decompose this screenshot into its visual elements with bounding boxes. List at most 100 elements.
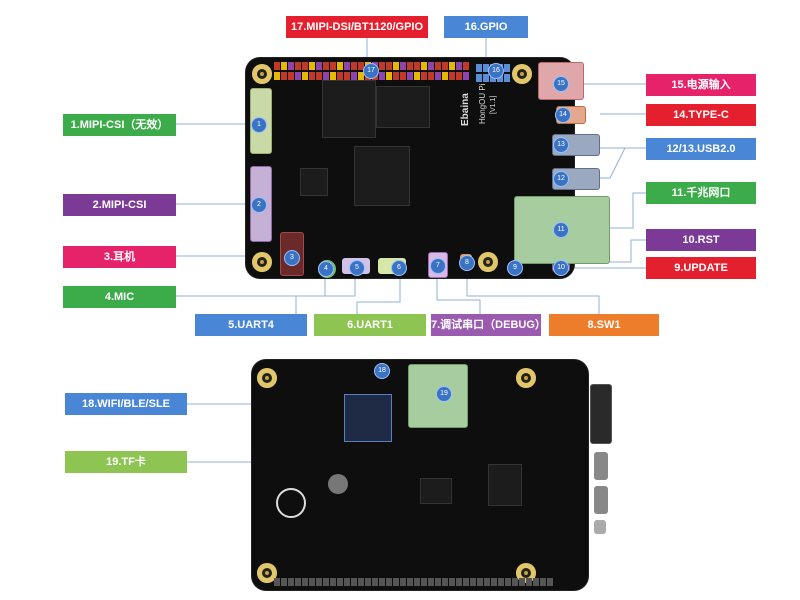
marker-17: 17 xyxy=(363,63,379,79)
header-pin xyxy=(407,72,413,80)
marker-12: 12 xyxy=(553,171,569,187)
header-pin xyxy=(309,578,315,586)
marker-13: 13 xyxy=(553,137,569,153)
header-pin xyxy=(316,578,322,586)
marker-18: 18 xyxy=(374,363,390,379)
header-pin xyxy=(302,62,308,70)
marker-8: 8 xyxy=(459,255,475,271)
header-pin xyxy=(309,72,315,80)
label-rst: 10.RST xyxy=(646,229,756,251)
label-sw1: 8.SW1 xyxy=(549,314,659,336)
header-pin xyxy=(504,64,510,72)
header-pin xyxy=(281,62,287,70)
model-silkscreen: HongOU Pi xyxy=(478,83,487,124)
header-pin xyxy=(393,578,399,586)
label-mipi-csi-invalid: 1.MIPI-CSI（无效） xyxy=(63,114,176,136)
header-pin xyxy=(358,72,364,80)
header-pin xyxy=(456,62,462,70)
marker-1: 1 xyxy=(251,117,267,133)
header-pin xyxy=(316,62,322,70)
header-pin xyxy=(512,578,518,586)
header-pin xyxy=(400,578,406,586)
header-pin xyxy=(274,72,280,80)
header-pin xyxy=(435,578,441,586)
header-pin xyxy=(344,62,350,70)
header-pin xyxy=(504,74,510,82)
header-pin xyxy=(386,62,392,70)
header-pin xyxy=(547,578,553,586)
power-input-jack xyxy=(538,62,584,100)
header-pin xyxy=(456,578,462,586)
flash-chip xyxy=(322,80,376,138)
header-pin xyxy=(295,578,301,586)
header-pin xyxy=(476,64,482,72)
header-pin xyxy=(337,578,343,586)
label-uart4: 5.UART4 xyxy=(195,314,307,336)
header-pin xyxy=(288,578,294,586)
gpio-header-bottom xyxy=(274,578,553,586)
ic-chip xyxy=(420,478,452,504)
label-wifi: 18.WIFI/BLE/SLE xyxy=(65,393,187,415)
header-pin xyxy=(442,578,448,586)
header-pin xyxy=(281,72,287,80)
header-pin xyxy=(400,72,406,80)
header-pin xyxy=(407,62,413,70)
label-debug-uart: 7.调试串口（DEBUG） xyxy=(431,314,546,336)
header-pin xyxy=(372,578,378,586)
mounting-hole xyxy=(257,368,277,388)
header-pin xyxy=(344,578,350,586)
header-pin xyxy=(477,578,483,586)
header-pin xyxy=(414,578,420,586)
battery-holder xyxy=(328,474,348,494)
header-pin xyxy=(274,62,280,70)
header-pin xyxy=(358,62,364,70)
header-pin xyxy=(351,62,357,70)
label-tf-card: 19.TF卡 xyxy=(65,451,187,473)
marker-15: 15 xyxy=(553,76,569,92)
header-pin xyxy=(498,578,504,586)
header-pin xyxy=(442,62,448,70)
marker-19: 19 xyxy=(436,386,452,402)
header-pin xyxy=(365,578,371,586)
label-update: 9.UPDATE xyxy=(646,257,756,279)
header-pin xyxy=(386,72,392,80)
header-pin xyxy=(351,72,357,80)
header-pin xyxy=(435,72,441,80)
label-mipi-csi: 2.MIPI-CSI xyxy=(63,194,176,216)
gpio-header-40pin-row2 xyxy=(274,72,469,80)
header-pin xyxy=(484,578,490,586)
header-pin xyxy=(302,72,308,80)
header-pin xyxy=(526,578,532,586)
header-pin xyxy=(421,578,427,586)
version-silkscreen: [V1.1] xyxy=(490,95,497,114)
marker-3: 3 xyxy=(284,250,300,266)
mounting-hole xyxy=(478,252,498,272)
marker-11: 11 xyxy=(553,222,569,238)
label-type-c: 14.TYPE-C xyxy=(646,104,756,126)
label-power-input: 15.电源输入 xyxy=(646,74,756,96)
header-pin xyxy=(463,62,469,70)
ic-chip xyxy=(488,464,522,506)
header-pin xyxy=(379,62,385,70)
soc-chip xyxy=(354,146,410,206)
mounting-hole xyxy=(257,563,277,583)
header-pin xyxy=(295,62,301,70)
marker-2: 2 xyxy=(251,197,267,213)
mounting-hole xyxy=(252,252,272,272)
header-pin xyxy=(379,72,385,80)
header-pin xyxy=(442,72,448,80)
header-pin xyxy=(274,578,280,586)
header-pin xyxy=(414,62,420,70)
usb-port-bottom xyxy=(594,486,608,514)
marker-6: 6 xyxy=(391,260,407,276)
label-mipi-dsi: 17.MIPI-DSI/BT1120/GPIO xyxy=(286,16,428,38)
header-pin xyxy=(428,72,434,80)
header-pin xyxy=(386,578,392,586)
header-pin xyxy=(533,578,539,586)
header-pin xyxy=(295,72,301,80)
label-uart1: 6.UART1 xyxy=(314,314,426,336)
header-pin xyxy=(414,72,420,80)
ram-chip xyxy=(376,86,430,128)
header-pin xyxy=(476,74,482,82)
header-pin xyxy=(281,578,287,586)
